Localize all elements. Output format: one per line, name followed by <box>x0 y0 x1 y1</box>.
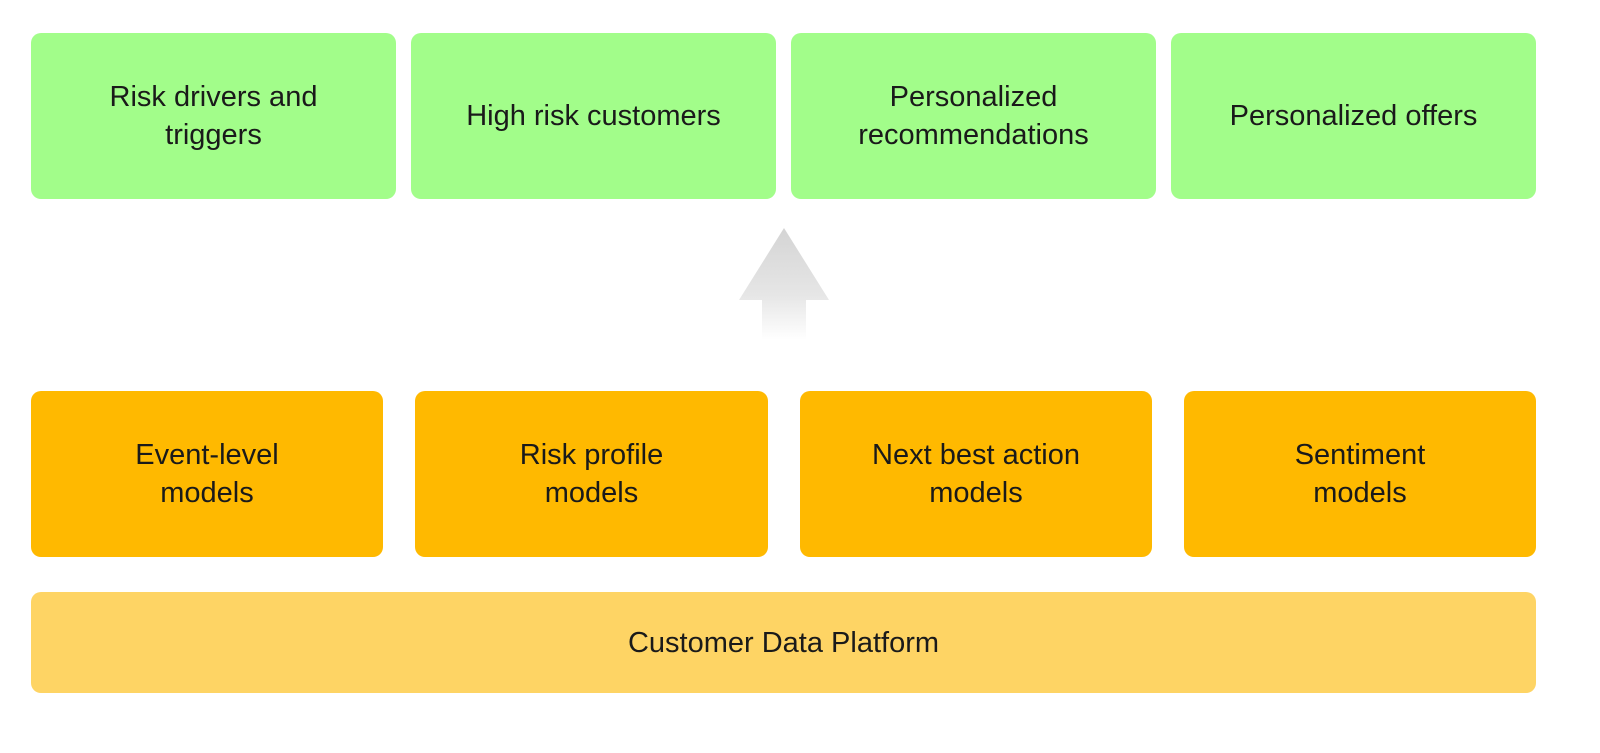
up-arrow-icon <box>739 228 829 340</box>
output-label-line1: High risk customers <box>466 100 721 132</box>
model-box-sentiment: Sentiment models <box>1184 391 1536 557</box>
model-label-line1: Event-level <box>135 439 279 471</box>
output-box-personalized-offers: Personalized offers <box>1171 33 1536 199</box>
model-label-line1: Sentiment <box>1294 439 1426 471</box>
output-box-risk-drivers: Risk drivers and triggers <box>31 33 396 199</box>
platform-label: Customer Data Platform <box>627 626 940 659</box>
model-box-event-level: Event-level models <box>31 391 383 557</box>
output-label-line1: Risk drivers and <box>109 81 318 113</box>
model-label-line2: models <box>160 477 254 509</box>
model-label-line1: Next best action <box>872 439 1080 471</box>
model-label-line2: models <box>929 477 1023 509</box>
model-box-next-best-action: Next best action models <box>800 391 1152 557</box>
model-label-line2: models <box>1313 477 1407 509</box>
output-label-line1: Personalized <box>889 81 1058 113</box>
output-box-high-risk-customers: High risk customers <box>411 33 776 199</box>
output-label-line2: recommendations <box>858 119 1089 151</box>
model-label-line1: Risk profile <box>519 439 664 471</box>
platform-box-customer-data-platform: Customer Data Platform <box>31 592 1536 693</box>
output-label-line1: Personalized offers <box>1229 100 1478 132</box>
model-label-line2: models <box>544 477 639 509</box>
output-label-line2: triggers <box>165 119 262 151</box>
model-box-risk-profile: Risk profile models <box>415 391 768 557</box>
output-box-personalized-recommendations: Personalized recommendations <box>791 33 1156 199</box>
